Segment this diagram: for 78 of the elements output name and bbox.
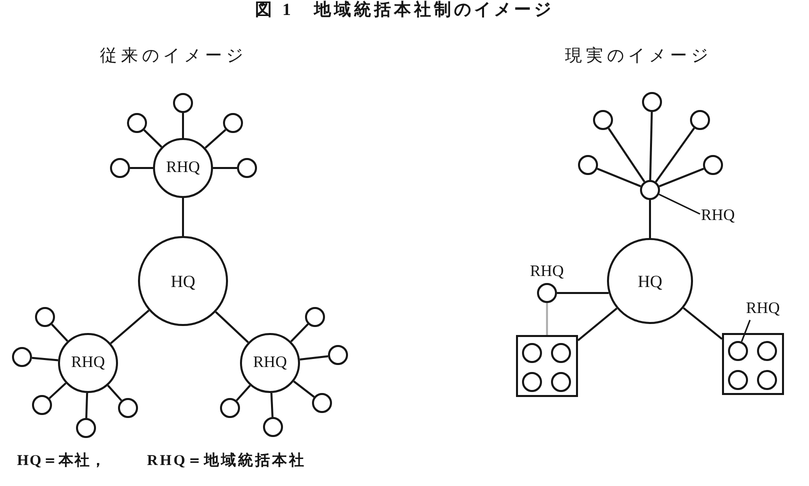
connector-line [300,355,328,360]
node-circle [551,343,571,363]
connector-line [608,128,646,182]
node-square [722,333,784,395]
connector-line [682,307,723,340]
node-circle [153,138,213,198]
connector-line [143,129,162,148]
node-label: RHQ [253,355,287,371]
connector-line [649,112,653,180]
node-circle [223,113,243,133]
connector-line [204,128,226,149]
connector-line [290,323,309,342]
node-circle [522,343,542,363]
abbreviation-note: HQ＝本社， [17,452,106,470]
connector-line [130,167,153,169]
node-circle [220,398,240,418]
node-circle [118,398,138,418]
connector-line [215,311,249,344]
node-circle [240,333,300,393]
node-circle [593,110,613,130]
connector-line [213,167,237,169]
connector-line [236,384,251,402]
node-label: RHQ [166,160,200,176]
node-circle [32,395,52,415]
connector-line [182,113,184,138]
abbreviation-note: RHQ＝地域統括本社 [147,452,306,470]
node-circle [305,307,325,327]
node-circle [728,370,748,390]
connector-line [654,128,696,182]
connector-line [107,384,122,402]
node-circle [35,307,55,327]
leader-line [658,194,700,215]
node-circle [728,341,748,361]
node-caption: RHQ [530,263,564,281]
node-circle [127,113,147,133]
node-circle [578,155,598,175]
connector-line [182,198,184,236]
node-circle [110,158,130,178]
node-label: HQ [638,272,662,290]
node-circle [642,92,662,112]
node-label: RHQ [71,355,105,371]
node-circle [757,341,777,361]
node-circle [263,417,283,437]
figure-title: 図 1 地域統括本社制のイメージ [255,0,554,20]
connector-line [658,168,704,188]
connector-line [270,392,274,418]
panel-heading: 現実のイメージ [565,46,712,66]
connector-line [110,310,150,344]
node-circle [58,333,118,393]
node-circle [690,110,710,130]
node-circle [237,158,257,178]
connector-line [32,356,58,362]
node-circle [640,180,660,200]
leader-line [740,320,751,342]
connector-line [596,168,642,188]
connector-line [48,382,66,400]
node-circle [522,372,542,392]
connector-line [85,392,88,418]
node-circle [537,283,557,303]
callout-label: RHQ [701,207,735,225]
node-circle [551,372,571,392]
panel-heading: 従来のイメージ [100,46,247,66]
node-circle [328,345,348,365]
node-circle [703,155,723,175]
connector-line [557,292,609,294]
node-square [516,335,578,397]
callout-label: RHQ [746,300,780,318]
connector-line [649,200,651,238]
connector-line [546,303,548,335]
node-circle [757,370,777,390]
node-label: HQ [170,272,196,290]
node-circle [76,418,96,438]
node-circle [12,347,32,367]
connector-line [577,308,618,342]
node-circle [312,393,332,413]
node-circle [173,93,193,113]
connector-line [51,324,68,342]
connector-line [293,380,315,398]
